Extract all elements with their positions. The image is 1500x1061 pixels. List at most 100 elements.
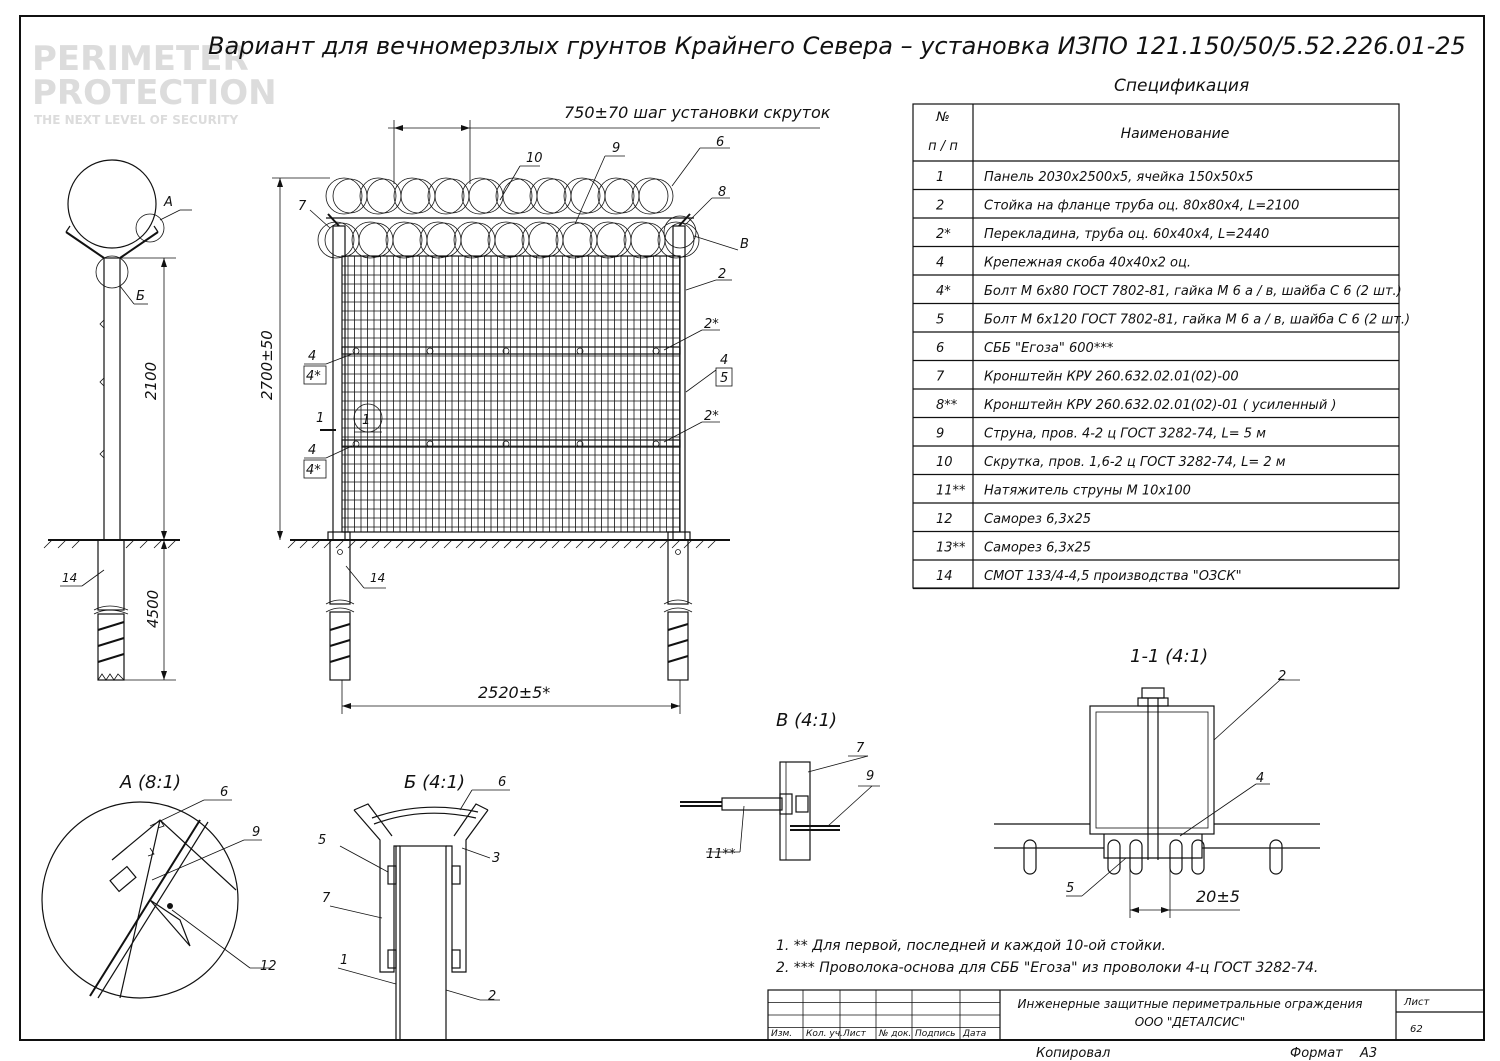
razor-coil-loop <box>393 177 431 215</box>
spec-row-no: 5 <box>936 313 944 328</box>
dim-gap: 20±5 <box>1196 887 1240 906</box>
spec-row-no: 14 <box>936 569 953 584</box>
razor-coil-loop <box>555 221 593 259</box>
rail-bolt <box>652 347 660 355</box>
front-view: 750±70 шаг установки скруток 2700±50 252… <box>258 103 831 714</box>
ground-hatch-line <box>419 539 429 549</box>
callout-6-A: 6 <box>220 785 228 800</box>
spec-row-no: 2 <box>936 199 944 214</box>
callout-11: 11** <box>706 847 736 862</box>
razor-coil-loop <box>461 177 499 215</box>
spec-row-no: 13** <box>936 541 966 556</box>
spec-row-name: Болт М 6х80 ГОСТ 7802-81, гайка М 6 а / … <box>984 284 1402 299</box>
spec-row-no: 11** <box>936 484 966 499</box>
razor-coil-loop <box>453 221 491 259</box>
razor-coil-loop <box>631 177 669 215</box>
spec-row-no: 1 <box>936 170 944 185</box>
callout-3: 3 <box>492 851 500 866</box>
dim-step: 750±70 шаг установки скруток <box>564 103 831 122</box>
razor-coil-loop <box>351 221 389 259</box>
callout-9-A: 9 <box>252 825 260 840</box>
rail-bolt <box>352 440 360 448</box>
titleblock-name-1: Инженерные защитные периметральные ограж… <box>1018 997 1363 1011</box>
razor-coil-loop <box>427 177 465 215</box>
titleblock-col-label: № док. <box>878 1029 911 1039</box>
ground-hatch-line <box>695 539 705 549</box>
ground-hatch-line <box>671 539 681 549</box>
callout-2s-a: 2* <box>704 317 719 332</box>
ground-hatch-line <box>431 539 441 549</box>
spec-row-name: Саморез 6,3х25 <box>984 512 1091 527</box>
spec-row-name: Крепежная скоба 40х40х2 оц. <box>984 256 1191 271</box>
spec-row-name: Кронштейн КРУ 260.632.02.01(02)-00 <box>984 370 1239 385</box>
spec-row-name: Натяжитель струны М 10х100 <box>984 484 1191 499</box>
note-2: 2. *** Проволока-основа для СББ "Егоза" … <box>776 960 1318 976</box>
spec-row-name: Стойка на фланце труба оц. 80х80х4, L=21… <box>984 199 1299 214</box>
titleblock-sheet-label: Лист <box>1403 997 1431 1008</box>
spec-row-name: Струна, пров. 4-2 ц ГОСТ 3282-74, L= 5 м <box>984 427 1266 442</box>
spec-row-no: 10 <box>936 455 953 470</box>
spec-row-name: Скрутка, пров. 1,6-2 ц ГОСТ 3282-74, L= … <box>984 455 1286 470</box>
ground-hatch-line <box>395 539 405 549</box>
ground-hatch-line <box>647 539 657 549</box>
ground-hatch-line <box>503 539 513 549</box>
spec-row-name: Панель 2030х2500х5, ячейка 150х50х5 <box>984 170 1253 185</box>
callout-5-sec: 5 <box>1066 881 1074 896</box>
detail-view-A: А (8:1) 6 9 12 <box>41 772 277 999</box>
callout-6-B: 6 <box>498 775 506 790</box>
ground-hatch-line <box>479 539 489 549</box>
ground-hatch-line <box>611 539 621 549</box>
razor-coil-loop <box>657 221 695 259</box>
spec-heading: Спецификация <box>1114 76 1249 96</box>
ground-hatch-line <box>599 539 609 549</box>
razor-coil-loop <box>419 221 457 259</box>
callout-2-sec: 2 <box>1278 669 1286 684</box>
callout-5-B: 5 <box>318 833 326 848</box>
callout-V: В <box>740 237 749 252</box>
ground-hatch-line <box>347 539 357 549</box>
ground-hatch-line <box>623 539 633 549</box>
titleblock-name-2: ООО "ДЕТАЛСИС" <box>1135 1015 1245 1029</box>
callout-7-front: 7 <box>298 199 307 214</box>
spec-col-name: Наименование <box>1121 126 1230 142</box>
ground-hatch-line <box>587 539 597 549</box>
razor-coil-loop <box>359 177 397 215</box>
spec-col-no: п / п <box>928 139 958 154</box>
rail-bolt <box>352 347 360 355</box>
dim-width: 2520±5* <box>478 683 550 702</box>
dim-height: 2700±50 <box>258 330 276 400</box>
titleblock-sheet-no: 62 <box>1410 1024 1423 1035</box>
detail-view-B: Б (4:1) 6 5 3 7 1 2 <box>318 772 510 1041</box>
section-1-1-label: 1-1 (4:1) <box>1130 646 1208 667</box>
razor-coil-loop <box>563 177 601 215</box>
detail-view-V: В (4:1) 7 9 11** <box>680 710 880 862</box>
razor-coil-loop <box>521 221 559 259</box>
ground-hatch-line <box>359 539 369 549</box>
titleblock-col-label: Подпись <box>915 1029 955 1039</box>
watermark-line1: PERIMETER <box>32 39 249 79</box>
callout-4-sec: 4 <box>1256 771 1264 786</box>
spec-row-name: СББ "Егоза" 600*** <box>984 341 1114 356</box>
ground-hatch-line <box>575 539 585 549</box>
ground-hatch-line <box>455 539 465 549</box>
callout-4-b: 4 <box>308 443 316 458</box>
rail-bolt <box>652 440 660 448</box>
callout-9-front: 9 <box>612 141 620 156</box>
view-A-label: А (8:1) <box>119 772 181 793</box>
rail-bolt <box>502 347 510 355</box>
razor-coil-loop <box>317 221 355 259</box>
callout-7-V: 7 <box>856 741 865 756</box>
ground-hatch-line <box>539 539 549 549</box>
callout-12: 12 <box>260 959 277 974</box>
ground-hatch-line <box>515 539 525 549</box>
spec-col-no-a: № <box>935 110 950 125</box>
callout-2-front: 2 <box>718 267 726 282</box>
ground-hatch-line <box>563 539 573 549</box>
titleblock-col-label: Изм. <box>771 1029 792 1039</box>
titleblock-col-label: Кол. уч. <box>806 1029 843 1039</box>
ground-hatch-line <box>551 539 561 549</box>
watermark-logo: PERIMETER PROTECTION THE NEXT LEVEL OF S… <box>32 39 277 127</box>
titleblock-format-value: А3 <box>1359 1046 1377 1061</box>
callout-1-B: 1 <box>340 953 348 968</box>
